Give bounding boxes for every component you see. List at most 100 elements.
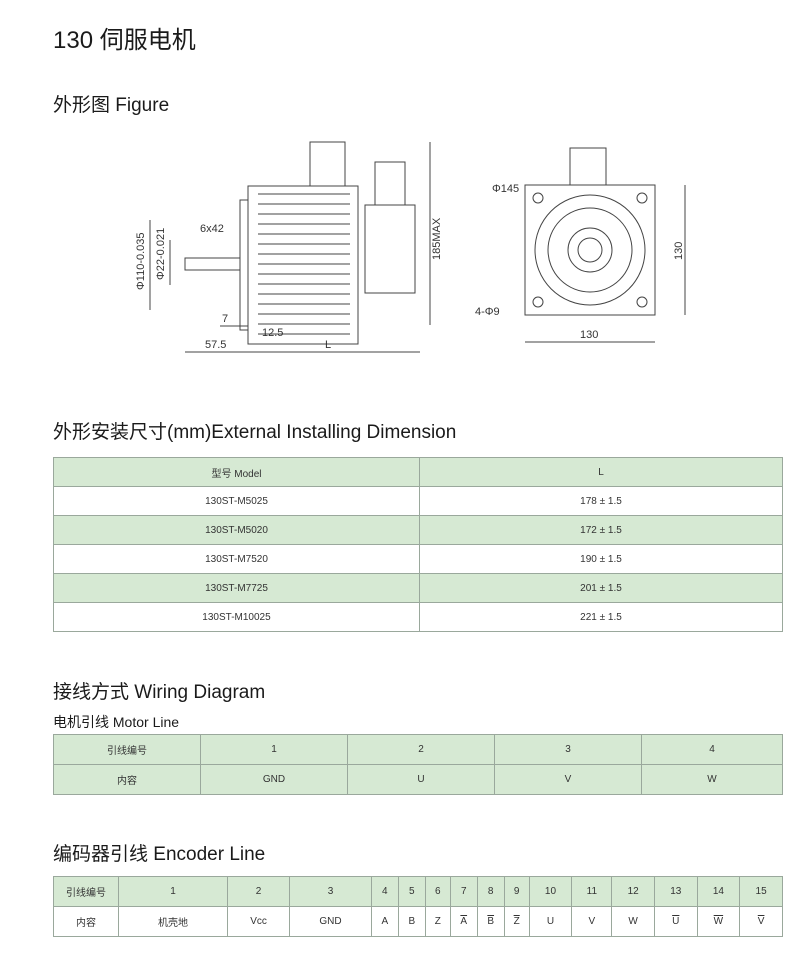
mount-hole — [532, 192, 544, 204]
wire-number: 14 — [696, 876, 741, 907]
figure-heading: 外形图 Figure — [53, 95, 170, 116]
wire-content-inverted: Z — [503, 906, 530, 937]
motor-outline-drawing: 6x42 Φ22-0.021 Φ110-0.035 185MAX 7 12.5 … — [135, 141, 686, 353]
front-connector — [569, 147, 607, 186]
wire-content: U — [347, 764, 495, 795]
length-cell: 172 ± 1.5 — [419, 515, 783, 545]
wire-content: GND — [200, 764, 348, 795]
wire-content-inverted: V — [739, 906, 783, 937]
wire-number: 9 — [503, 876, 530, 907]
model-cell: 130ST-M5020 — [53, 515, 420, 545]
table-row: 内容 GND U V W — [53, 764, 783, 795]
row-label: 引线编号 — [53, 876, 119, 907]
wire-content: B — [397, 906, 426, 937]
motor-body — [247, 185, 359, 345]
power-connector — [309, 141, 346, 187]
wire-number: 6 — [424, 876, 451, 907]
wire-number: 2 — [226, 876, 291, 907]
wire-number: 3 — [494, 734, 642, 765]
model-cell: 130ST-M10025 — [53, 602, 420, 632]
table-header-row: 型号 Model L — [53, 457, 783, 487]
length-cell: 178 ± 1.5 — [419, 486, 783, 516]
wire-number: 13 — [653, 876, 698, 907]
wire-number: 8 — [476, 876, 505, 907]
front-flange — [524, 184, 656, 316]
length-cell: 190 ± 1.5 — [419, 544, 783, 574]
table-row: 引线编号 1 2 3 4 — [53, 734, 783, 765]
table-row: 130ST-M10025 221 ± 1.5 — [53, 602, 783, 632]
wire-number: 2 — [347, 734, 495, 765]
table-row: 内容 机壳地 Vcc GND A B Z A B Z U V W U W V — [53, 906, 783, 937]
wire-content-inverted: A — [449, 906, 478, 937]
encoder-connector — [374, 161, 406, 206]
wire-content: GND — [289, 906, 372, 937]
model-cell: 130ST-M7520 — [53, 544, 420, 574]
wire-content: 机壳地 — [118, 906, 228, 937]
flange-dia-label: Φ110-0.035 — [135, 232, 147, 290]
wire-number: 5 — [397, 876, 426, 907]
wire-number: 1 — [118, 876, 228, 907]
cooling-fins — [258, 193, 350, 335]
encoder-line-heading: 编码器引线 Encoder Line — [53, 844, 266, 865]
wire-number: 1 — [200, 734, 348, 765]
wiring-heading: 接线方式 Wiring Diagram — [53, 682, 266, 703]
flange — [239, 199, 249, 331]
wire-number: 4 — [370, 876, 399, 907]
wire-number: 15 — [739, 876, 783, 907]
table-row: 130ST-M7725 201 ± 1.5 — [53, 573, 783, 603]
motor-line-table: 引线编号 1 2 3 4 内容 GND U V W — [53, 734, 783, 795]
dimension-table: 型号 Model L 130ST-M5025 178 ± 1.5 130ST-M… — [53, 457, 783, 632]
model-cell: 130ST-M5025 — [53, 486, 420, 516]
height-130-label: 130 — [673, 242, 685, 260]
length-cell: 201 ± 1.5 — [419, 573, 783, 603]
wire-number: 4 — [641, 734, 783, 765]
pcd-label: Φ145 — [492, 183, 519, 195]
dim-12-5-label: 12.5 — [262, 327, 283, 339]
dim-57-5-label: 57.5 — [205, 339, 226, 351]
table-row: 130ST-M5020 172 ± 1.5 — [53, 515, 783, 545]
dim-7-label: 7 — [222, 313, 228, 325]
row-label: 引线编号 — [53, 734, 201, 765]
wire-content-inverted: B — [476, 906, 505, 937]
wire-content: W — [611, 906, 655, 937]
max-height-label: 185MAX — [431, 217, 443, 260]
wire-content-inverted: U — [653, 906, 698, 937]
pcd-circle — [534, 194, 646, 306]
wire-number: 11 — [571, 876, 613, 907]
wire-content-inverted: W — [696, 906, 741, 937]
shaft-dia-label: Φ22-0.021 — [155, 228, 167, 280]
length-cell: 221 ± 1.5 — [419, 602, 783, 632]
dimension-heading: 外形安装尺寸(mm)External Installing Dimension — [53, 422, 457, 443]
table-row: 130ST-M5025 178 ± 1.5 — [53, 486, 783, 516]
wire-content: Z — [424, 906, 451, 937]
row-label: 内容 — [53, 764, 201, 795]
table-row: 130ST-M7520 190 ± 1.5 — [53, 544, 783, 574]
header-l: L — [419, 457, 783, 487]
wire-content: Vcc — [226, 906, 291, 937]
wire-content: W — [641, 764, 783, 795]
encoder-line-table: 引线编号 1 2 3 4 5 6 7 8 9 10 11 12 13 14 15… — [53, 876, 783, 937]
dim-l-label: L — [325, 339, 331, 351]
encoder-housing — [364, 204, 416, 294]
row-label: 内容 — [53, 906, 119, 937]
wire-content: U — [528, 906, 573, 937]
keyway-label: 6x42 — [200, 223, 224, 235]
mount-hole — [636, 296, 648, 308]
shaft — [184, 257, 241, 271]
wire-content: V — [494, 764, 642, 795]
motor-line-heading: 电机引线 Motor Line — [53, 714, 180, 730]
wire-number: 3 — [289, 876, 372, 907]
mount-hole — [532, 296, 544, 308]
wire-content: A — [370, 906, 399, 937]
wire-content: V — [571, 906, 613, 937]
wire-number: 10 — [528, 876, 573, 907]
header-model: 型号 Model — [53, 457, 420, 487]
holes-label: 4-Φ9 — [475, 306, 500, 318]
width-130-label: 130 — [580, 329, 598, 341]
page-title: 130 伺服电机 — [53, 27, 196, 54]
mount-hole — [636, 192, 648, 204]
wire-number: 7 — [449, 876, 478, 907]
wire-number: 12 — [611, 876, 655, 907]
table-row: 引线编号 1 2 3 4 5 6 7 8 9 10 11 12 13 14 15 — [53, 876, 783, 907]
model-cell: 130ST-M7725 — [53, 573, 420, 603]
